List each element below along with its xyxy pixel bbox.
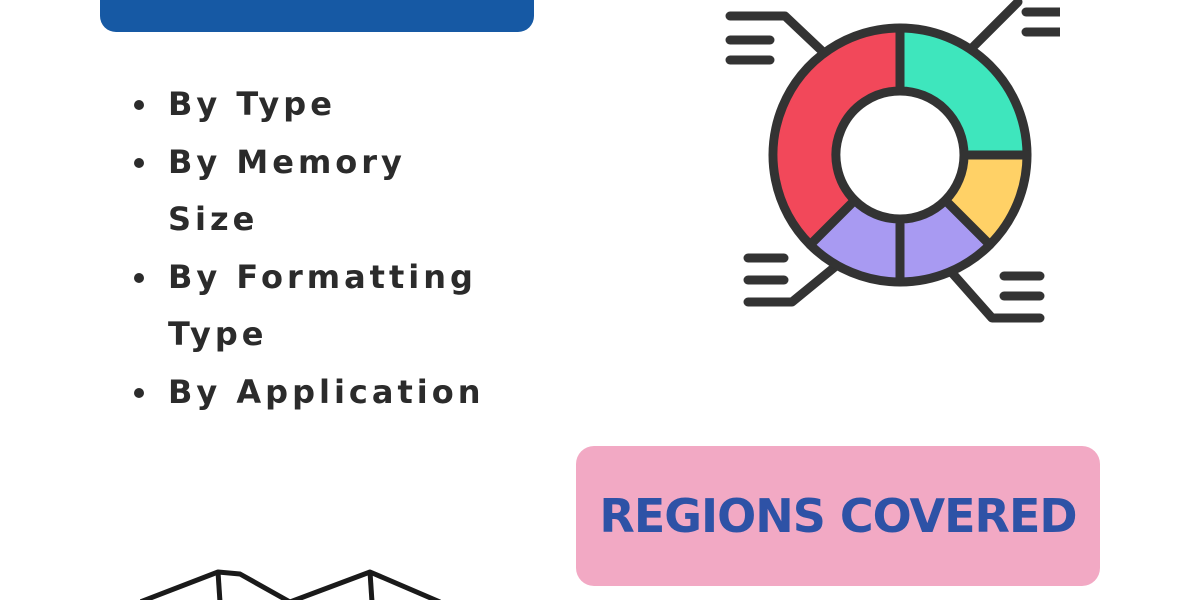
bullet-icon [134,387,144,398]
segment-label-line-1: By Memory [168,142,406,181]
regions-covered-title: REGIONS COVERED [599,489,1077,543]
regions-covered-card: REGIONS COVERED [576,446,1100,586]
segment-item-formatting-type: By Formatting Type [132,249,572,364]
segment-item-application: By Application [132,364,572,422]
map-fold-icon [140,569,441,600]
bullet-icon [134,272,144,283]
segment-label-line-2: Size [168,200,259,238]
donut-segment-red [768,23,905,250]
segment-item-type: By Type [132,76,572,134]
segment-label: By Type [168,85,336,123]
segment-label: By Application [168,372,485,411]
section-header-banner [100,0,534,32]
segmentation-list: By Type By Memory Size By Formatting Typ… [132,76,572,421]
segment-label-line-2: Type [168,315,268,353]
donut-segment-purple-left [805,195,905,287]
segment-label-line-1: By Formatting [168,257,477,296]
segment-item-memory-size: By Memory Size [132,134,572,249]
bullet-icon [134,100,144,110]
donut-chart-icon [725,0,1060,323]
donut-segment-teal [895,23,1032,160]
bullet-icon [134,157,144,168]
